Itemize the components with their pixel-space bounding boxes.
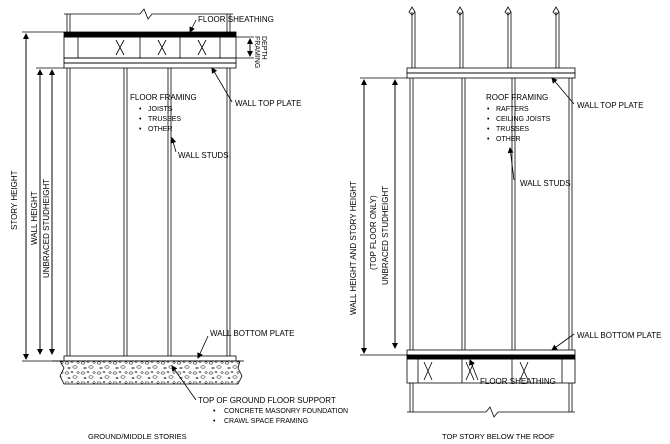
right-wall-studs [409,78,573,350]
right-wall-story-height-label-2: (TOP FLOOR ONLY) [369,195,378,270]
right-wall-top-plate [406,67,576,79]
left-wall-top-plate-label: WALL TOP PLATE [235,99,301,108]
left-story-height-label: STORY HEIGHT [10,170,19,230]
svg-text:•: • [487,106,490,113]
left-labels: FLOOR SHEATHING FRAMING DEPTH FLOOR FRAM… [10,15,348,441]
right-roof-framing-label: ROOF FRAMING [486,93,548,102]
right-caption: TOP STORY BELOW THE ROOF [442,432,555,441]
left-ground-support-item: CONCRETE MASONRY FOUNDATION [224,408,348,415]
right-labels: ROOF FRAMING RAFTERS CEILING JOISTS TRUS… [349,93,661,441]
right-wall-story-height-label-1: WALL HEIGHT AND STORY HEIGHT [349,181,358,315]
right-unbraced-stud-height-label: UNBRACED STUDHEIGHT [381,186,390,285]
svg-text:•: • [139,126,142,133]
right-roof-framing-item: TRUSSES [496,126,529,133]
left-diagram [22,8,254,401]
svg-text:•: • [213,418,216,425]
left-caption: GROUND/MIDDLE STORIES [88,432,187,441]
right-roof-framing-item: OTHER [496,136,521,143]
svg-text:•: • [487,126,490,133]
svg-text:•: • [487,116,490,123]
right-wall-bottom-plate-label: WALL BOTTOM PLATE [577,331,661,340]
left-framing-depth-label-1: FRAMING [253,36,260,68]
left-floor-framing-item: JOISTS [148,106,173,113]
right-roof-framing-item: CEILING JOISTS [496,116,551,123]
right-wall-bottom-plate [406,349,576,356]
right-wall-studs-label: WALL STUDS [520,179,571,188]
left-floor-sheathing-board [63,31,237,38]
left-floor-framing-item: OTHER [148,126,173,133]
right-wall-top-plate-label: WALL TOP PLATE [577,101,643,110]
left-wall-bottom-plate [63,355,237,362]
left-framing-depth-label-2: DEPTH [260,36,267,60]
left-ground-support-label: TOP OF GROUND FLOOR SUPPORT [198,396,336,405]
right-lower-studs [407,383,575,418]
left-floor-sheathing-label: FLOOR SHEATHING [198,15,274,24]
svg-text:•: • [139,116,142,123]
left-wall-studs-label: WALL STUDS [178,151,229,160]
left-unbraced-stud-height-label: UNBRACED STUDHEIGHT [42,179,51,278]
right-leaders [469,77,575,381]
right-roof-framing-item: RAFTERS [496,106,529,113]
left-foundation [59,360,243,385]
left-leaders [170,19,233,401]
left-ground-support-item: CRAWL SPACE FRAMING [224,418,308,425]
right-roof-framing-members [408,6,560,68]
svg-text:•: • [213,408,216,415]
right-floor-sheathing-board [406,354,576,360]
left-upper-studs [64,8,233,32]
svg-text:•: • [487,136,490,143]
right-dimensions [360,77,407,356]
left-wall-studs [66,68,231,356]
left-wall-bottom-plate-label: WALL BOTTOM PLATE [210,329,294,338]
left-floor-framing [63,36,237,59]
left-wall-top-plate [63,57,237,69]
right-floor-framing [406,358,576,384]
left-floor-framing-label: FLOOR FRAMING [130,93,197,102]
left-wall-height-label: WALL HEIGHT [30,191,39,245]
right-diagram [360,6,576,418]
left-floor-framing-item: TRUSSES [148,116,181,123]
svg-text:•: • [139,106,142,113]
left-dimensions [22,31,254,362]
right-floor-sheathing-label: FLOOR SHEATHING [480,377,556,386]
